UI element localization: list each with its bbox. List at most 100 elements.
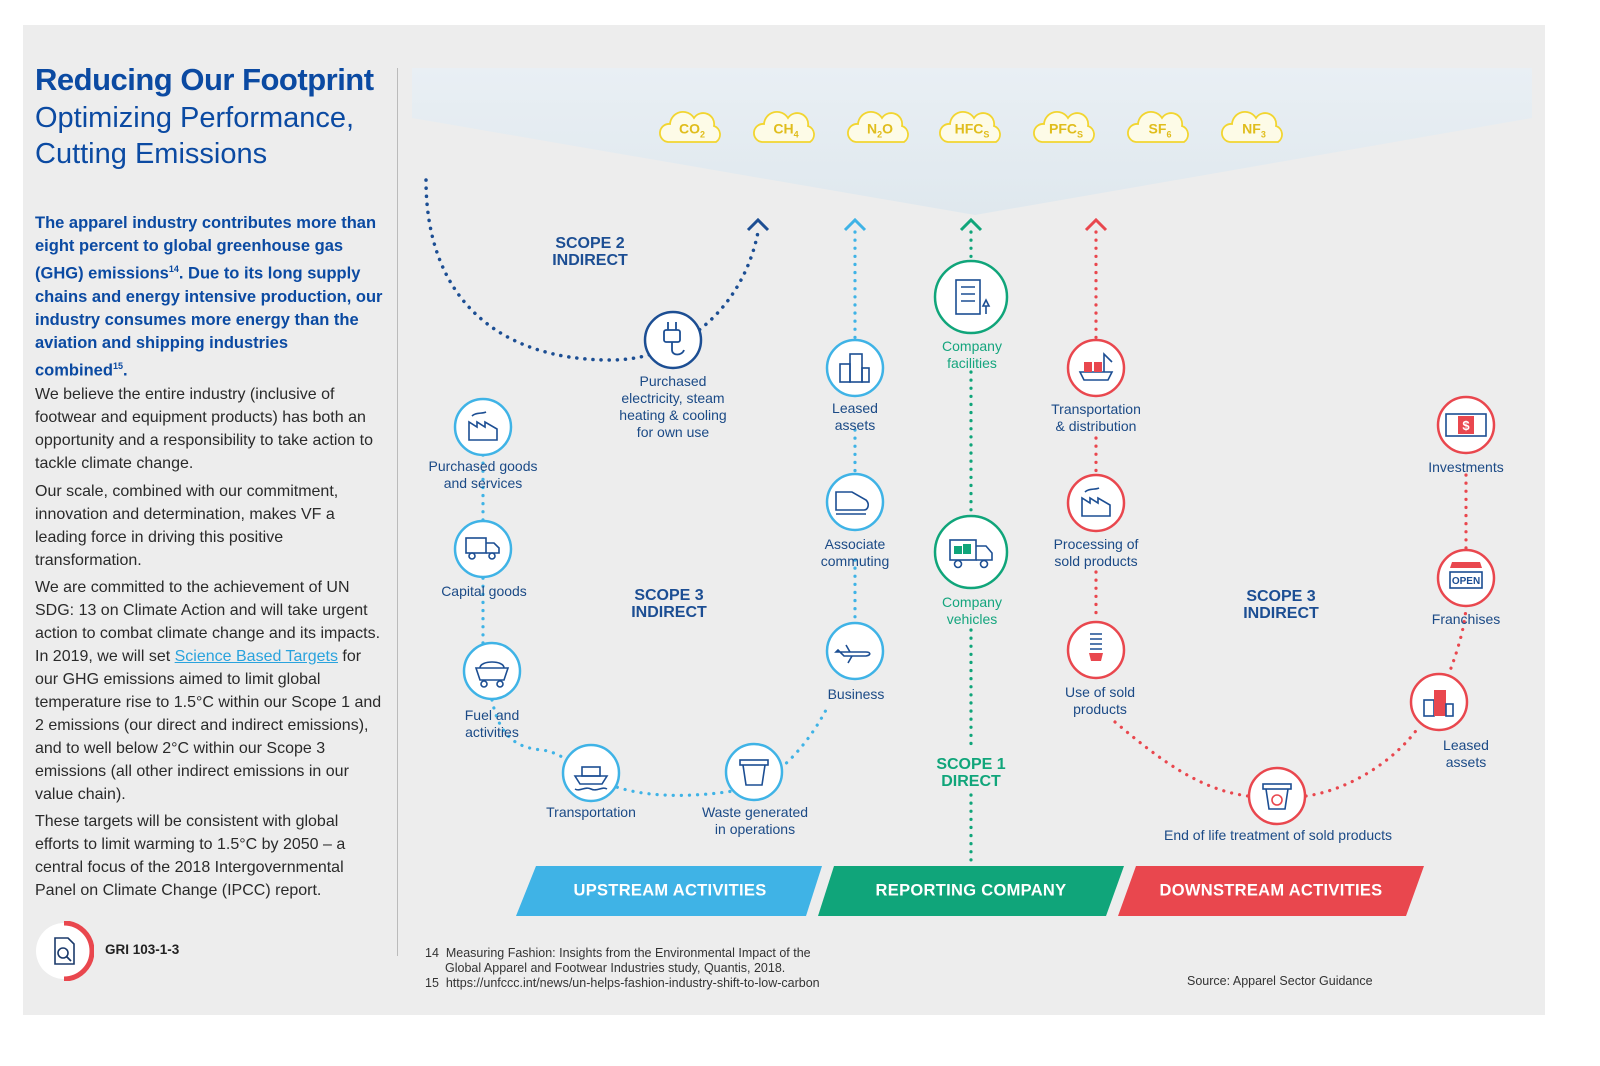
lead-text-a: The apparel industry contributes more th… [35,214,377,283]
page-title: Reducing Our Footprint [35,62,374,97]
node-use-of-sold[interactable] [1066,620,1126,680]
node-company-vehicles[interactable] [933,514,1009,590]
factory-icon [468,411,498,441]
scope3-downstream-path [1094,230,1468,798]
ship-icon [573,766,609,791]
scope3-upstream-path [481,453,828,797]
footnote-ref-14[interactable]: 14 [168,264,179,274]
column-divider [397,68,398,956]
money-sign-text: $ [1462,418,1470,433]
source-note: Source: Apparel Sector Guidance [1187,974,1373,988]
node-end-of-life[interactable] [1247,766,1307,826]
gas-cloud [659,111,721,143]
bin-icon [739,759,769,786]
page-panel [23,25,1545,1015]
gas-cloud [939,111,1001,143]
footnote-15[interactable]: 15 https://unfccc.int/news/un-helps-fash… [425,976,820,990]
label-capital-goods: Capital goods [441,583,527,599]
subtitle-line-2: Cutting Emissions [35,138,268,170]
paragraph-3-b: for our GHG emissions aimed to limit glo… [35,648,382,803]
buildings-icon [839,353,870,383]
reporting-company-label: REPORTING COMPANY [875,881,1067,900]
train-icon [835,491,869,515]
recycle-bin-icon [1262,783,1292,810]
plug-icon [663,322,685,356]
gri-label: GRI 103-1-3 [105,942,180,957]
intro-lead: The apparel industry contributes more th… [35,212,385,382]
gas-label-sf6: SF6 [1148,120,1172,140]
upstream-activities-label: UPSTREAM ACTIVITIES [573,881,767,900]
subtitle-line-1: Optimizing Performance, [35,102,355,134]
factory-icon [1081,487,1111,517]
gas-label-pfcs: PFCS [1048,120,1084,140]
scope3-downstream-arrow [1084,217,1108,232]
label-business: Business [827,686,885,702]
report-search-icon [36,921,94,981]
node-purchased-goods[interactable] [453,397,513,457]
gas-cloud [847,111,909,143]
scope3-upstream-arrow [843,217,867,232]
label-transportation: Transportation [546,804,636,820]
delivery-truck-icon [949,539,993,569]
scope1-arrow [959,217,983,232]
node-company-facilities[interactable] [933,259,1009,335]
open-sign-icon: OPEN [1449,562,1483,589]
node-franchises[interactable]: OPEN [1436,548,1496,608]
paragraph-2: Our scale, combined with our commitment,… [35,483,339,569]
money-icon: $ [1445,413,1487,437]
office-building-icon [955,279,991,315]
cargo-ship-icon [1078,352,1114,381]
node-purchased-electricity[interactable] [643,310,703,370]
label-transport-distribution: Transportation& distribution [1051,401,1141,434]
node-fuel[interactable] [462,641,522,701]
science-based-targets-link[interactable]: Science Based Targets [174,648,338,665]
footnotes: 14 Measuring Fashion: Insights from the … [425,946,820,991]
scope2-path [424,178,760,362]
gas-label-nf3: NF3 [1242,120,1266,140]
node-transportation[interactable] [561,743,621,803]
node-business[interactable] [825,621,885,681]
node-capital-goods[interactable] [453,519,513,579]
node-leased-assets-upstream[interactable] [825,338,885,398]
label-investments: Investments [1428,459,1504,475]
airplane-icon [834,644,871,664]
downstream-bar [1118,866,1424,916]
gas-cloud [1127,111,1189,143]
truck-icon [465,537,500,560]
gas-cloud [1221,111,1283,143]
coal-cart-icon [474,661,510,688]
node-commuting[interactable] [825,472,885,532]
node-investments[interactable]: $ [1436,395,1496,455]
gas-label-co2: CO2 [678,120,706,140]
lightbulb-icon [1089,633,1103,661]
reporting-bar [818,866,1124,916]
node-processing[interactable] [1066,473,1126,533]
node-waste[interactable] [724,742,784,802]
paragraph-3-a: We are committed to the achievement of U… [35,579,381,665]
label-franchises: Franchises [1431,611,1501,627]
footnote-14: 14 Measuring Fashion: Insights from the … [425,946,811,960]
footnote-ref-15[interactable]: 15 [112,360,123,371]
buildings-icon [1423,690,1454,717]
label-end-of-life: End of life treatment of sold products [1163,827,1393,843]
node-transport-distribution[interactable] [1066,338,1126,398]
lead-text-c: . [122,361,128,379]
node-leased-assets-downstream[interactable] [1409,672,1469,732]
gri-badge[interactable] [34,921,94,981]
gas-cloud [753,111,815,143]
gas-label-hfcs: HFCS [954,120,990,140]
